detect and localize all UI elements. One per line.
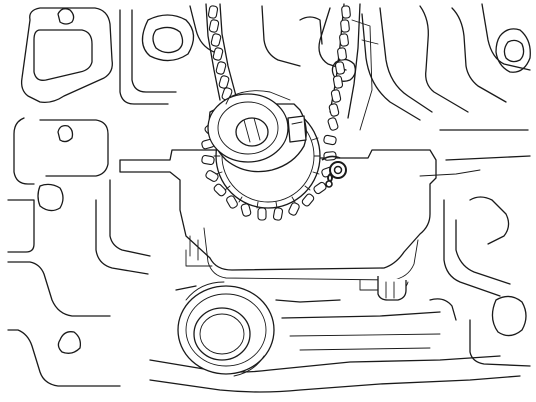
oil-seal-ring <box>177 281 275 377</box>
chain-links-right-run <box>327 5 351 131</box>
chain-links-left-run <box>207 5 233 101</box>
circled-bolt-marker-icon <box>321 155 347 188</box>
engine-block-outline <box>7 3 531 393</box>
crankshaft-nose <box>207 90 307 173</box>
timing-cover-housing <box>119 149 481 301</box>
lower-housing-lines <box>175 285 457 351</box>
